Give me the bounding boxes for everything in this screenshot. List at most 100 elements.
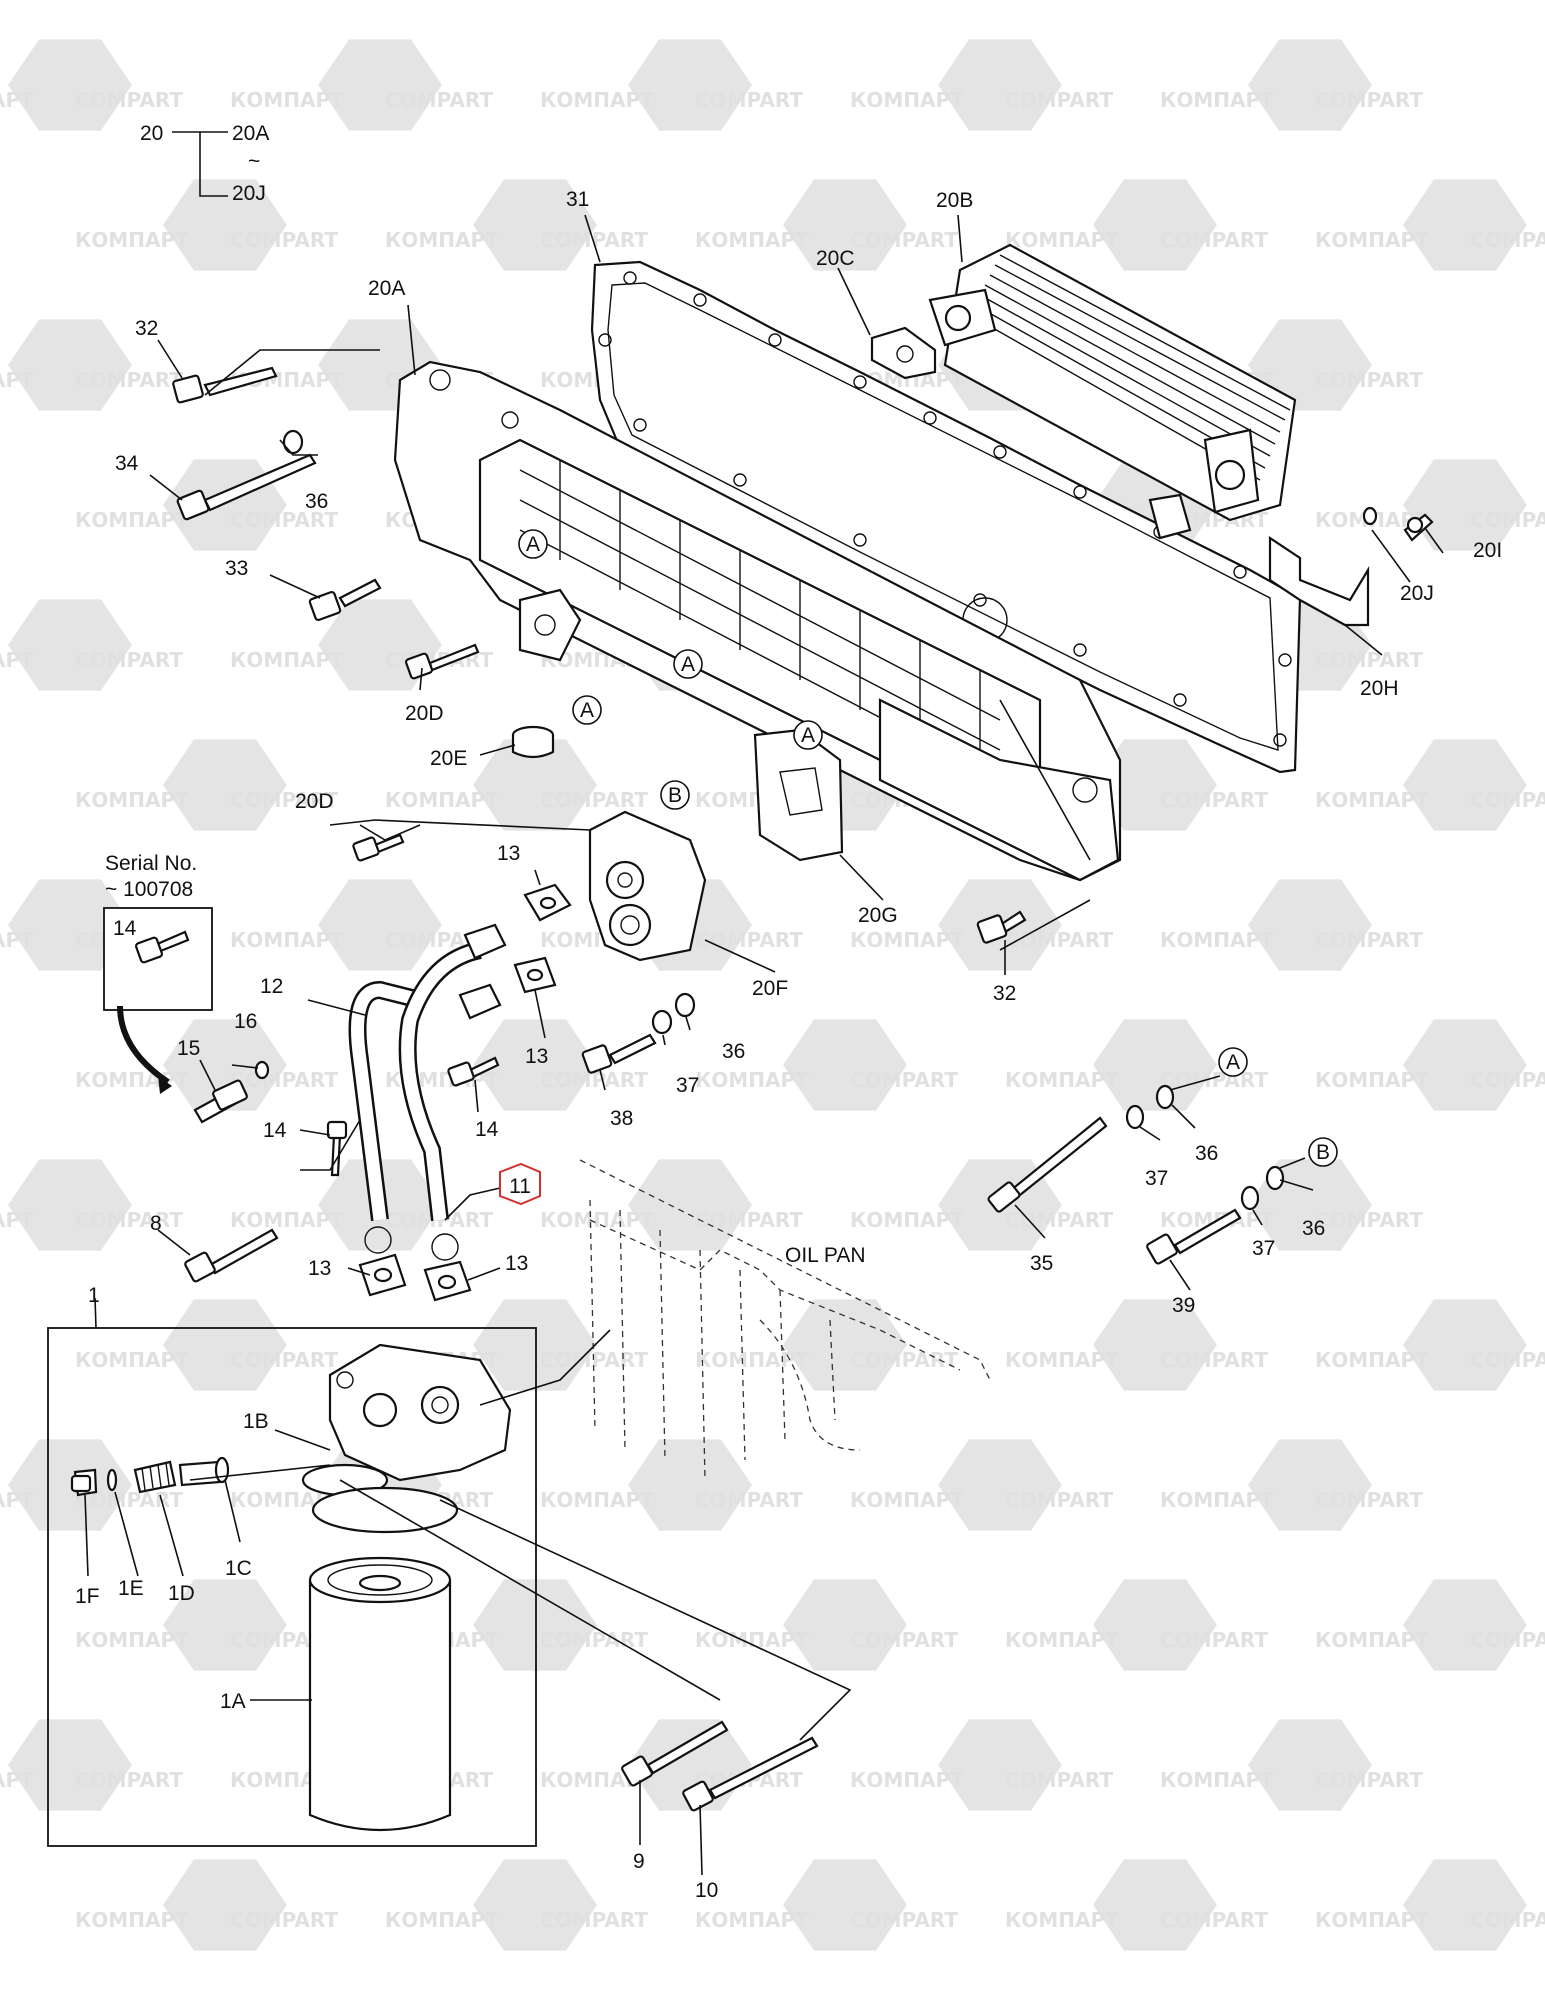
bolt-10[interactable] bbox=[682, 1736, 819, 1812]
watermark-text-latin: COMPART bbox=[230, 1348, 338, 1372]
bolt-38[interactable] bbox=[581, 1033, 657, 1074]
gasket-31-holes bbox=[598, 271, 1292, 747]
watermark-text-cyrillic: КОМПАРТ bbox=[1315, 1068, 1429, 1092]
gasket-31-inner bbox=[607, 282, 1279, 751]
watermark-text-latin: COMPART bbox=[230, 1068, 338, 1092]
header-range-end: 20J bbox=[232, 182, 266, 205]
watermark-hexagon bbox=[938, 1719, 1062, 1811]
valve-1C[interactable] bbox=[178, 1456, 230, 1487]
oil-cooler-element-20B[interactable] bbox=[928, 243, 1297, 540]
callout-12: 12 bbox=[260, 975, 283, 998]
watermark-text-cyrillic: КОМПАРТ bbox=[1315, 1348, 1429, 1372]
watermark-text-cyrillic: КОМПАРТ bbox=[850, 928, 964, 952]
washer-36-a[interactable] bbox=[1155, 1084, 1175, 1110]
watermark-text-latin: COMPART bbox=[230, 1908, 338, 1932]
highlight-part-11[interactable]: 11 bbox=[499, 1162, 541, 1206]
watermark-text-latin: COMPART bbox=[1315, 1208, 1423, 1232]
watermark-hexagon bbox=[1093, 1299, 1217, 1391]
svg-text:B: B bbox=[1316, 1141, 1330, 1164]
watermark-text-cyrillic: КОМПАРТ bbox=[695, 1908, 809, 1932]
watermark-text-latin: COMPART bbox=[230, 508, 338, 532]
filter-head-1B[interactable] bbox=[301, 1343, 512, 1534]
washer-36-b[interactable] bbox=[1265, 1165, 1285, 1191]
washer-36-mid[interactable] bbox=[674, 992, 696, 1018]
bolt-32-lower[interactable] bbox=[976, 910, 1027, 944]
callout-1A: 1A bbox=[220, 1690, 246, 1713]
svg-text:A: A bbox=[526, 533, 540, 556]
callout-20G: 20G bbox=[858, 904, 898, 927]
washer-20J[interactable] bbox=[1362, 506, 1378, 526]
watermark-text-latin: COMPART bbox=[1470, 1628, 1545, 1652]
bracket-20H[interactable] bbox=[1268, 535, 1370, 627]
watermark-hexagon bbox=[163, 1019, 287, 1111]
plug-1F[interactable] bbox=[70, 1468, 98, 1497]
watermark-text-cyrillic: КОМПАРТ bbox=[1160, 88, 1274, 112]
callout-13-d: 13 bbox=[505, 1252, 528, 1275]
callout-13-c: 13 bbox=[308, 1257, 331, 1280]
bolt-39[interactable] bbox=[1146, 1208, 1242, 1265]
bolt-14-mid[interactable] bbox=[447, 1056, 500, 1087]
svg-text:A: A bbox=[801, 724, 815, 747]
watermark-text-latin: COMPART bbox=[1470, 508, 1545, 532]
watermark-hexagon bbox=[783, 179, 907, 271]
pipe-flange-upper bbox=[463, 923, 507, 960]
oil-filter-1A[interactable] bbox=[308, 1556, 452, 1832]
bolt-14-serial[interactable] bbox=[134, 930, 190, 964]
watermark-hexagon bbox=[1403, 1299, 1527, 1391]
watermark-hexagon bbox=[628, 39, 752, 131]
bolt-33[interactable] bbox=[308, 578, 382, 622]
washer-37-a[interactable] bbox=[1125, 1104, 1145, 1130]
serial-arrow-head bbox=[158, 1076, 172, 1094]
oil-pipe-11[interactable] bbox=[398, 941, 483, 1222]
washer-16[interactable] bbox=[254, 1060, 270, 1080]
callout-33: 33 bbox=[225, 557, 248, 580]
watermark-hexagon bbox=[473, 739, 597, 831]
callout-labels: 20A 31 20B 20C 32 34 36 33 20D 20E 20I 2… bbox=[75, 188, 1502, 1902]
watermark-text-cyrillic: КОМПАРТ bbox=[850, 1488, 964, 1512]
bolt-9[interactable] bbox=[621, 1720, 729, 1787]
oil-cooler-housing-20A[interactable] bbox=[393, 360, 1122, 882]
callout-36-mid: 36 bbox=[722, 1040, 745, 1063]
spring-1D[interactable] bbox=[133, 1460, 177, 1494]
watermark-hexagon bbox=[8, 1439, 132, 1531]
o-ring-1E[interactable] bbox=[106, 1468, 118, 1492]
watermark-hexagon bbox=[8, 319, 132, 411]
watermark-hexagon bbox=[1248, 319, 1372, 411]
gasket-20C[interactable] bbox=[870, 326, 937, 380]
watermark-text-cyrillic: КОМПАРТ bbox=[1005, 228, 1119, 252]
watermark-text-cyrillic: КОМПАРТ bbox=[75, 508, 189, 532]
watermark-text-cyrillic: КОМПАРТ bbox=[1315, 1908, 1429, 1932]
watermark-text-cyrillic: КОМПАРТ bbox=[1160, 1768, 1274, 1792]
bolt-34[interactable] bbox=[176, 453, 317, 521]
svg-text:A: A bbox=[580, 699, 594, 722]
watermark-text-latin: COMPART bbox=[1005, 1768, 1113, 1792]
plug-20E[interactable] bbox=[511, 725, 555, 759]
bolt-20D-lower[interactable] bbox=[352, 833, 405, 862]
callout-13-a: 13 bbox=[497, 842, 520, 865]
bolt-20I[interactable] bbox=[1403, 513, 1434, 542]
callout-14-serial: 14 bbox=[113, 917, 137, 940]
watermark-text-cyrillic: КОМПАРТ bbox=[230, 1208, 344, 1232]
ref-B-2: B bbox=[1308, 1137, 1338, 1167]
bolt-20D-upper[interactable] bbox=[404, 643, 480, 680]
oil-pipe-12[interactable] bbox=[348, 980, 423, 1222]
washer-36-upper[interactable] bbox=[282, 429, 304, 455]
serial-box bbox=[103, 907, 213, 1011]
serial-note-line1: Serial No. bbox=[105, 852, 197, 875]
bolt-14-lower[interactable] bbox=[326, 1120, 348, 1177]
watermark-hexagon bbox=[163, 1859, 287, 1951]
watermark-text-latin: COMPART bbox=[540, 228, 648, 252]
bolt-8[interactable] bbox=[184, 1228, 279, 1283]
watermark-hexagon bbox=[1403, 1859, 1527, 1951]
stud-35[interactable] bbox=[987, 1116, 1108, 1213]
callout-20H: 20H bbox=[1360, 677, 1399, 700]
callout-10: 10 bbox=[695, 1879, 718, 1902]
washer-37-b[interactable] bbox=[1240, 1185, 1260, 1211]
watermark-hexagon bbox=[8, 1159, 132, 1251]
stud-15[interactable] bbox=[193, 1079, 248, 1124]
watermark-text-cyrillic: КОМПАРТ bbox=[540, 1488, 654, 1512]
washer-37-mid[interactable] bbox=[651, 1009, 673, 1035]
watermark-text-cyrillic: КОМПАРТ bbox=[75, 1348, 189, 1372]
adapter-block-20F[interactable] bbox=[588, 810, 707, 962]
